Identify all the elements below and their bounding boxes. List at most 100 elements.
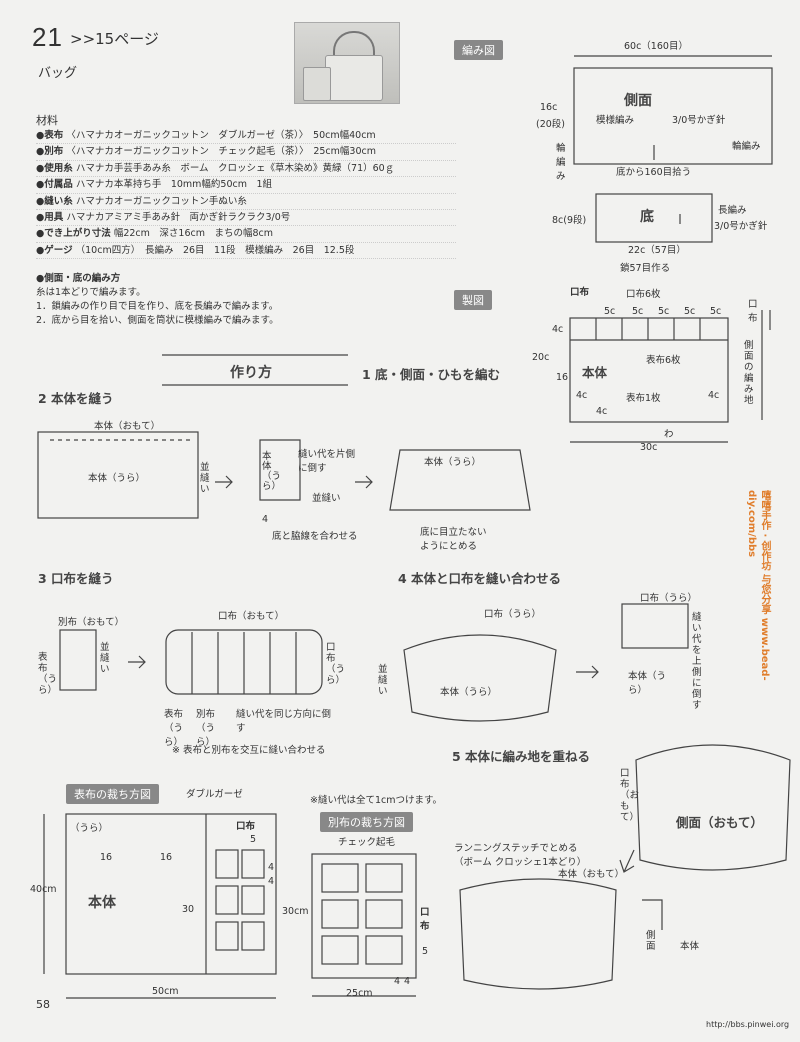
step2-stitch2: 並縫い bbox=[312, 493, 341, 504]
dim-4c-right: 4c bbox=[708, 390, 720, 401]
step4-kuchi2: 口布（うら） bbox=[640, 593, 698, 604]
material-row: ●縫い糸 ハマナカオーガニックコットン手ぬい糸 bbox=[36, 194, 456, 211]
step4-kuchi: 口布（うら） bbox=[484, 609, 542, 620]
step3-stitch: 並縫い bbox=[100, 642, 110, 675]
knit-diagram-label: 編み図 bbox=[454, 40, 503, 60]
dim-30c: 30c bbox=[640, 442, 658, 453]
knit-chain: 22c（57目） bbox=[628, 245, 686, 256]
material-row: ●用具 ハマナカアミアミ手あみ針 両かぎ針ラクラク3/0号 bbox=[36, 210, 456, 227]
cut2-4a: 4 bbox=[394, 976, 401, 987]
kuchinuno-right: 口布 bbox=[748, 299, 758, 324]
omote-1: 表布1枚 bbox=[626, 393, 661, 404]
bag-photo bbox=[294, 22, 400, 104]
cut1-4b: 4 bbox=[268, 876, 275, 887]
cut2-30cm: 30cm bbox=[282, 906, 309, 917]
knit-edge: 輪編み bbox=[556, 143, 566, 182]
step2-hide: 底に目立たないようにとめる bbox=[420, 527, 487, 552]
step5-side2: 側面 bbox=[646, 930, 656, 952]
watermark-url[interactable]: http://bbs.pinwei.org bbox=[706, 1020, 790, 1029]
step5-side: 側面（おもて） bbox=[676, 815, 764, 830]
dim-5c: 5c bbox=[710, 306, 722, 317]
knit-pattern: 模様編み bbox=[596, 115, 635, 126]
knit-edge-right: 輪編み bbox=[732, 141, 761, 152]
cut1-30: 30 bbox=[182, 904, 195, 915]
step2-omote: 本体（おもて） bbox=[94, 421, 161, 432]
step2-body: 本体（うら） bbox=[88, 473, 146, 484]
page-reference: >>15ページ bbox=[70, 30, 159, 48]
knit-pickup: 底から160目拾う bbox=[616, 167, 692, 178]
omote-6: 表布6枚 bbox=[646, 355, 681, 366]
step4-stitch: 並縫い bbox=[378, 664, 388, 697]
material-row: ●使用糸 ハマナカ手芸手あみ糸 ボーム クロッシェ《草木染め》黄緑（71）60ｇ bbox=[36, 161, 456, 178]
cut1-hontai: 本体 bbox=[88, 895, 116, 911]
knit-hook2: 3/0号かぎ針 bbox=[714, 221, 768, 232]
step2-seam: 縫い代を片側に倒す bbox=[298, 449, 356, 474]
step2-stitch: 並縫い bbox=[200, 462, 210, 495]
materials-title: 材料 bbox=[36, 114, 58, 127]
cut2-label: 別布の裁ち方図 bbox=[320, 812, 413, 832]
knitting-instructions: ●側面・底の編み方 糸は1本どりで編みます。 1．鎖編みの作り目で目を作り、底を… bbox=[36, 273, 279, 326]
step3-omote-ura: 表布（うら） bbox=[164, 709, 184, 748]
step5-body2: 本体 bbox=[680, 941, 700, 952]
dim-5c: 5c bbox=[632, 306, 644, 317]
dim-5c: 5c bbox=[684, 306, 696, 317]
step3-kuchi-ura: 口布（うら） bbox=[326, 642, 346, 686]
wa-label: わ bbox=[664, 429, 674, 440]
step4-title: 4 本体と口布を縫い合わせる bbox=[398, 571, 562, 586]
step5-body: 本体（おもて） bbox=[558, 869, 625, 880]
cut1-50cm: 50cm bbox=[152, 986, 179, 997]
item-title: バッグ bbox=[38, 66, 78, 81]
dim-4c-bottom: 4c bbox=[596, 406, 608, 417]
cut1-fabric: ダブルガーゼ bbox=[186, 789, 243, 800]
step4-body: 本体（うら） bbox=[440, 687, 498, 698]
kuchinuno-count: 口布6枚 bbox=[626, 289, 661, 300]
step2-title: 2 本体を縫う bbox=[38, 391, 114, 406]
step2-body-side: 本体（うら） bbox=[262, 451, 282, 492]
knit-width: 60c（160目） bbox=[624, 41, 688, 52]
knit-hook: 3/0号かぎ針 bbox=[672, 115, 726, 126]
step4-body2: 本体（うら） bbox=[628, 671, 667, 696]
side-knit-label: 側面の編み地 bbox=[744, 340, 754, 406]
cut1-40cm: 40cm bbox=[30, 884, 57, 895]
step2-match: 底と脇線を合わせる bbox=[272, 531, 358, 542]
step5-title: 5 本体に編み地を重ねる bbox=[452, 749, 591, 764]
material-row: ●でき上がり寸法 幅22cm 深さ16cm まちの幅8cm bbox=[36, 226, 456, 243]
step2-four: 4 bbox=[262, 514, 269, 525]
material-row: ●ゲージ （10cm四方） 長編み 26目 11段 模様編み 26目 12.5段 bbox=[36, 243, 456, 260]
knit-height: 16c bbox=[540, 102, 558, 113]
knit-height-rows: (20段) bbox=[536, 119, 566, 130]
step3-betsu: 別布（おもて） bbox=[58, 617, 125, 628]
cut2-fabric: チェック起毛 bbox=[338, 837, 396, 848]
page-number-title: 21 bbox=[32, 22, 63, 52]
step4-seam: 縫い代を上側に倒す bbox=[692, 612, 702, 711]
cut1-5: 5 bbox=[250, 834, 257, 845]
knit-bottom-height: 8c(9段) bbox=[552, 215, 587, 226]
side-watermark: 嘻嘻手作 · 创作坊 与您分享 www.bead-diy.com/bbs bbox=[746, 490, 770, 681]
step1-title: 1 底・側面・ひもを編む bbox=[362, 367, 501, 382]
cut1-kuchi: 口布 bbox=[236, 821, 256, 832]
material-row: ●付属品 ハマナカ本革持ち手 10mm幅約50cm 1組 bbox=[36, 177, 456, 194]
step5-running: ランニングステッチでとめる（ボーム クロッシェ1本どり） bbox=[454, 843, 587, 868]
howto-title: 作り方 bbox=[230, 365, 272, 381]
page-number: 58 bbox=[36, 998, 50, 1011]
cut1-label: 表布の裁ち方図 bbox=[66, 784, 159, 804]
cut1-16b: 16 bbox=[160, 852, 173, 863]
material-row: ●別布 〈ハマナカオーガニックコットン チェック起毛（茶）〉 25cm幅30cm bbox=[36, 144, 456, 161]
cut2-note: ※縫い代は全て1cmつけます。 bbox=[310, 795, 443, 806]
step3-seam: 縫い代を同じ方向に倒す bbox=[236, 709, 332, 734]
cut2-kuchi: 口布 bbox=[420, 907, 430, 932]
materials-list: ●表布 〈ハマナカオーガニックコットン ダブルガーゼ（茶）〉 50cm幅40cm… bbox=[36, 128, 456, 260]
make-diagram-label: 製図 bbox=[454, 290, 492, 310]
step3-note: ※ 表布と別布を交互に縫い合わせる bbox=[172, 745, 326, 756]
step3-betsu-ura: 別布（うら） bbox=[196, 709, 216, 748]
knit-chain-start: 鎖57目作る bbox=[620, 263, 671, 274]
dim-4c: 4c bbox=[552, 324, 564, 335]
dim-16: 16 bbox=[556, 372, 569, 383]
cut2-25cm: 25cm bbox=[346, 988, 373, 999]
kuchinuno-label: 口布 bbox=[570, 287, 590, 298]
dim-20c: 20c bbox=[532, 352, 550, 363]
material-row: ●表布 〈ハマナカオーガニックコットン ダブルガーゼ（茶）〉 50cm幅40cm bbox=[36, 128, 456, 145]
step3-omote: 表布（うら） bbox=[38, 652, 58, 696]
dim-5c: 5c bbox=[604, 306, 616, 317]
